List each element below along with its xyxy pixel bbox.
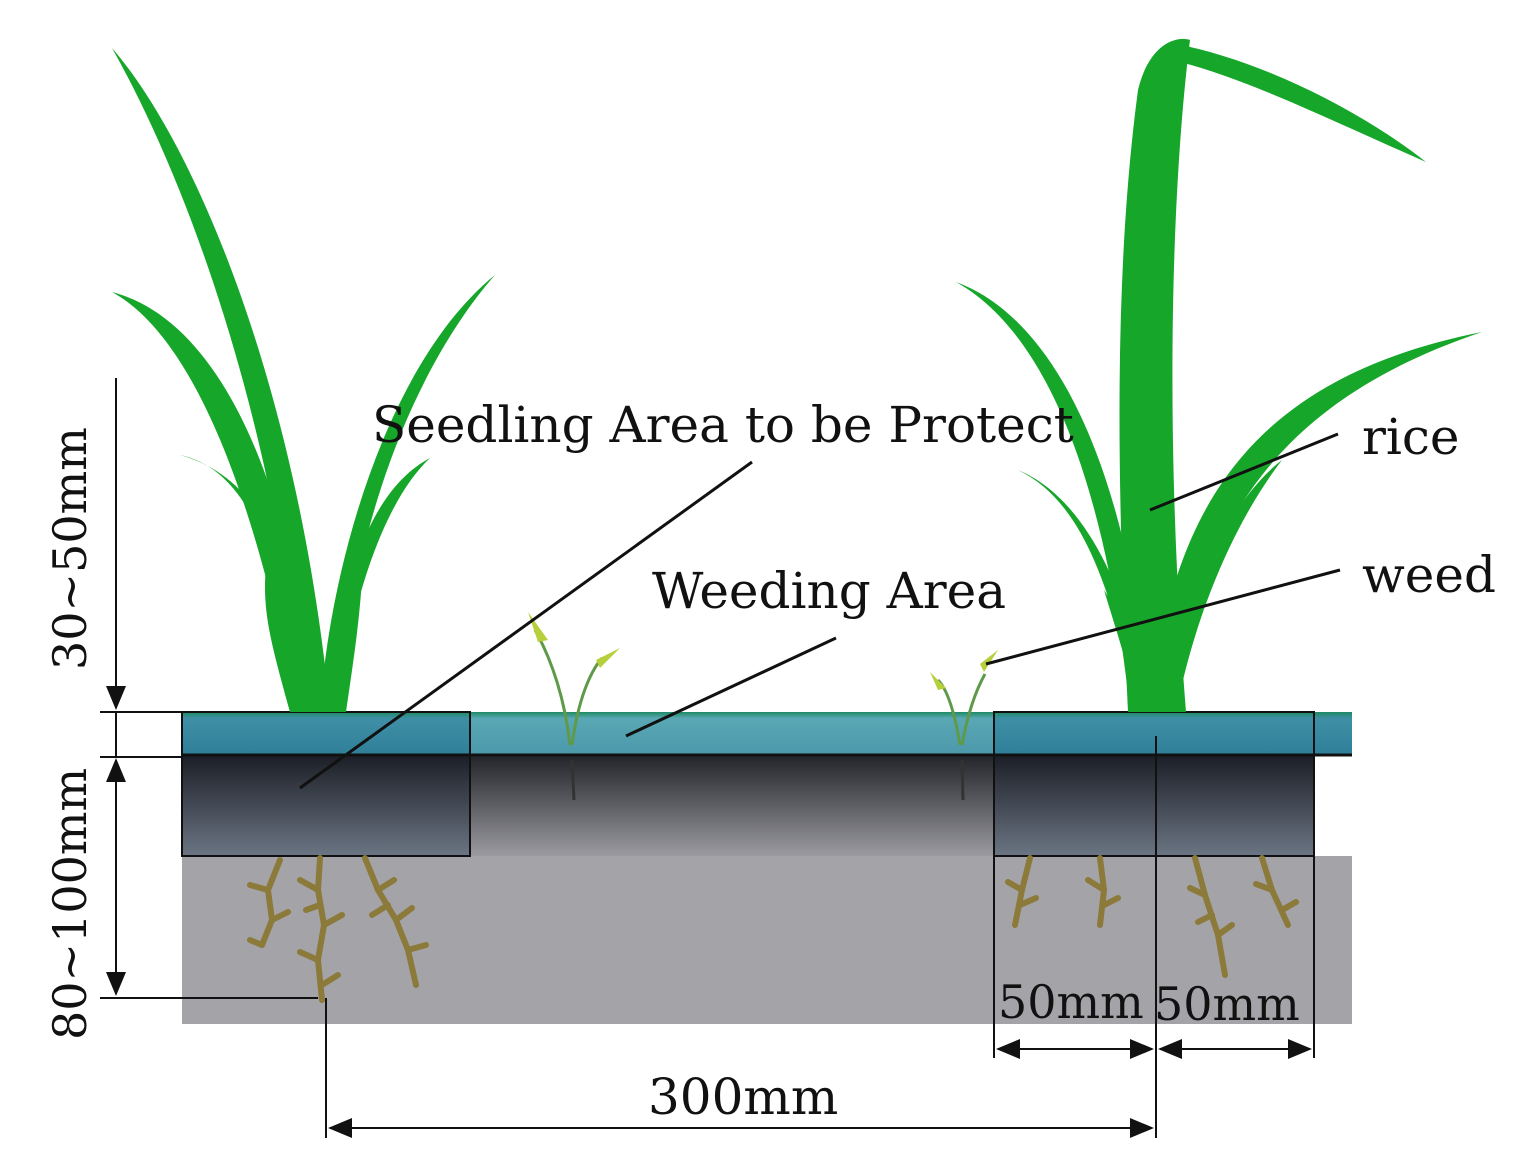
weeding-area-label: Weeding Area [652,562,1006,620]
rice-leader [1149,432,1339,512]
seedling-area-leader [299,460,753,790]
water-depth-label: 30~50mm [43,427,97,670]
mud-layer-left [182,755,470,856]
water-layer-right [994,712,1352,755]
weeding-area-leader [625,636,837,738]
mud-layer-middle [470,755,994,856]
rice-plant-right [956,38,1482,713]
soil-depth-label: 80~100mm [43,768,97,1040]
mud-layer-right [994,755,1314,856]
seedling-area-label: Seedling Area to be Protect [372,396,1074,454]
weed-plant-left [528,612,620,801]
weed-label: weed [1362,546,1496,604]
right-margin-label: 50mm [1154,977,1300,1031]
rice-plant-left [112,48,495,712]
rice-roots-right [1005,855,1299,978]
row-spacing-label: 300mm [648,1068,838,1126]
rice-label: rice [1362,408,1460,466]
left-margin-label: 50mm [998,975,1144,1029]
water-layer-middle [470,712,994,755]
weed-plant-right [930,650,998,801]
water-layer-left [182,712,470,755]
rice-roots-left [247,855,429,1003]
weed-leader [985,568,1341,666]
